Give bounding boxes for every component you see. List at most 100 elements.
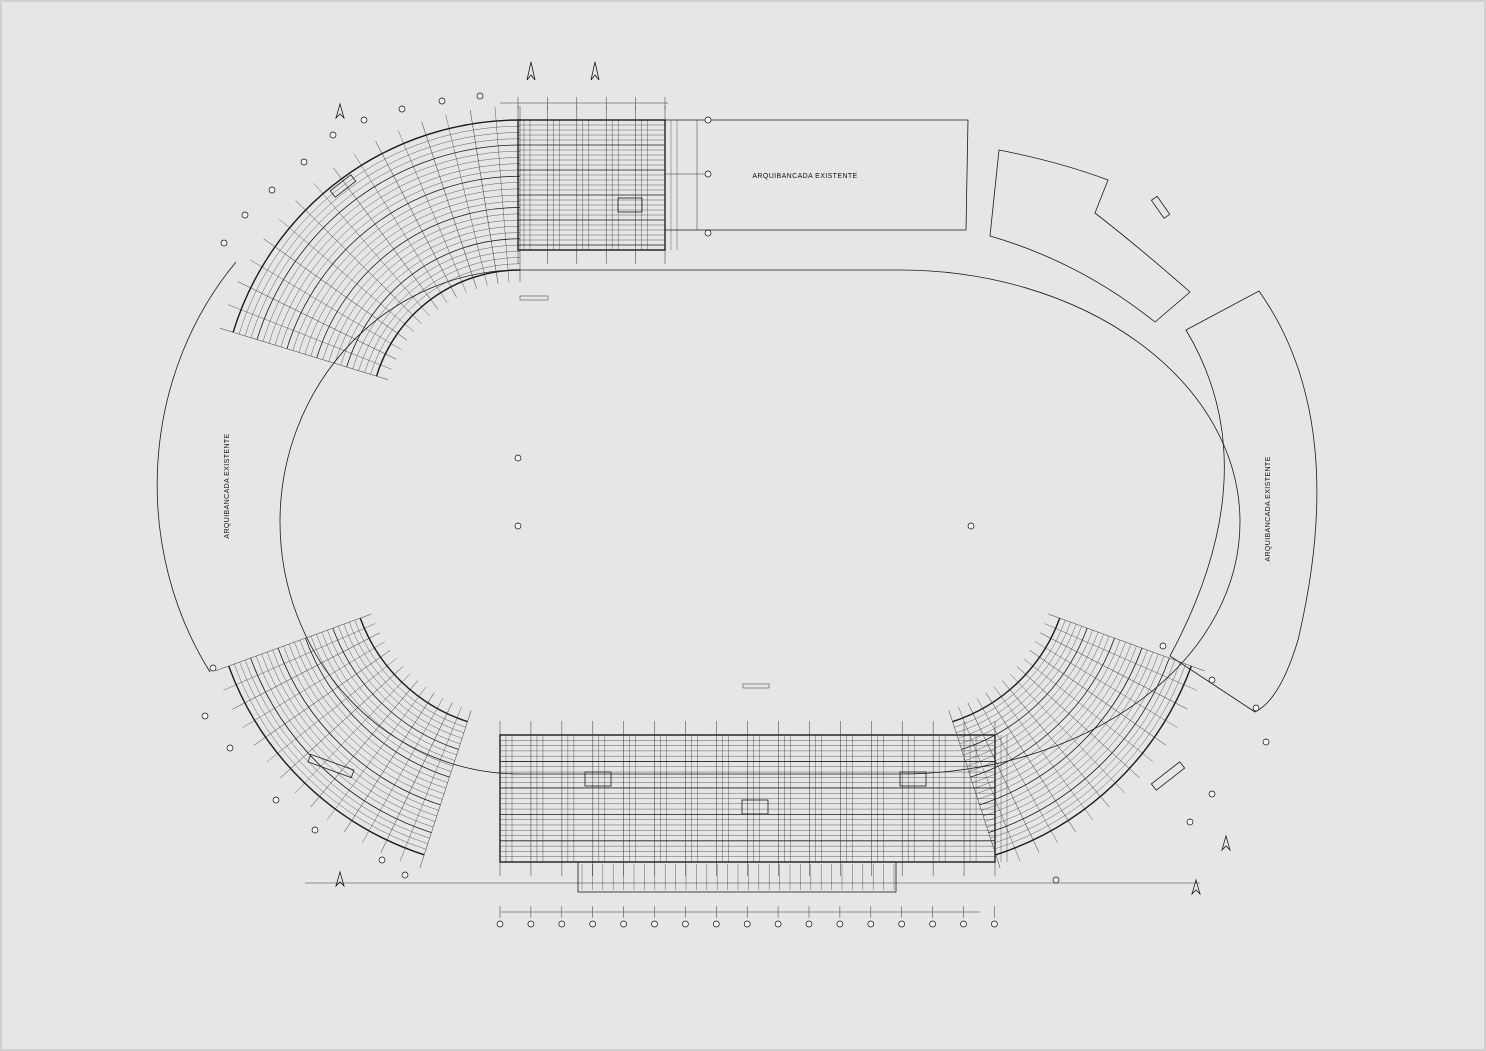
top-left-stand-ray [469, 109, 499, 284]
bottom-axis-bubble [620, 920, 627, 928]
top-left-stand-ray [249, 259, 402, 350]
top-left-stand-ray [295, 200, 422, 324]
top-left-tower-box [329, 174, 357, 198]
top-existing-stand-outline [665, 119, 969, 231]
bottom-left-stand-ray [419, 710, 472, 869]
bottom-left-stand-ray [242, 641, 385, 728]
bottom-left-axis-bubble [311, 826, 319, 834]
bottom-right-grandstand [948, 613, 1205, 869]
field-marker-1 [514, 454, 522, 462]
right-stand-segment-2 [1169, 290, 1318, 713]
bottom-left-axis-bubble [401, 871, 409, 879]
bottom-left-stand-ray [215, 613, 372, 672]
bottom-left-stand-ray [280, 666, 404, 779]
bottom-stand-stair-box [584, 771, 612, 787]
bottom-left-stand-ray [223, 623, 376, 691]
bottom-left-axis-bubble [378, 856, 386, 864]
top-left-stand-ray [398, 130, 467, 293]
bottom-left-stand-ray [294, 673, 411, 794]
bottom-left-stand-ray [399, 706, 462, 862]
bottom-right-stand-ray [976, 697, 1058, 844]
bottom-right-stand-ray [1023, 658, 1154, 763]
right-stand-small-block [1150, 195, 1171, 219]
top-left-axis-bubble [329, 131, 337, 139]
top-left-stand-ray [375, 141, 457, 298]
top-left-axis-bubble [398, 105, 406, 113]
top-left-axis-bubble [476, 92, 484, 100]
bottom-grandstand [499, 683, 1008, 893]
bottom-right-tower-box [1150, 761, 1186, 791]
bottom-stand-annex [577, 861, 897, 893]
bottom-right-stand-ray [1001, 680, 1110, 808]
bottom-right-stand-ray [1029, 650, 1167, 746]
bottom-right-stand-ray [993, 686, 1094, 821]
bottom-left-stand-ray [253, 650, 391, 746]
bottom-right-stand-ray [1009, 673, 1126, 794]
bottom-axis-bubble [805, 920, 813, 928]
bottom-axis-bubble [558, 920, 566, 928]
bottom-axis-bubble [867, 920, 875, 928]
top-stand-axis-bubble-1 [704, 116, 712, 124]
top-grandstand [517, 106, 678, 301]
top-left-stand-ray [353, 153, 448, 303]
top-left-stand-ray [263, 238, 408, 341]
bottom-axis-bubble [712, 920, 720, 928]
bottom-axis-bubble [589, 920, 597, 928]
top-left-stand-ray [494, 106, 510, 283]
top-left-axis-bubble [360, 116, 368, 124]
top-stand-section-tag [519, 295, 549, 301]
bottom-left-axis-bubble [209, 664, 217, 672]
bottom-right-stand-ray [1044, 623, 1197, 691]
bottom-left-stand-ray [380, 702, 453, 853]
bottom-axis-bubble [774, 920, 782, 928]
bottom-stand-section-tag [742, 683, 770, 689]
field-outline [279, 269, 1241, 775]
bottom-axis-bubble [651, 920, 658, 928]
bottom-left-stand-ray [266, 658, 397, 763]
section-arrow [1221, 834, 1231, 852]
bottom-right-axis-bubble [1186, 818, 1194, 826]
left-stand-label: ARQUIBANCADA EXISTENTE [224, 433, 231, 538]
top-left-stand-ray [219, 327, 389, 380]
bottom-axis-bubble [929, 920, 936, 928]
bottom-left-grandstand [215, 613, 472, 869]
top-left-stand-ray [333, 167, 439, 310]
bottom-right-axis-bubble [1208, 790, 1216, 798]
field-marker-3 [967, 522, 975, 530]
section-arrow [1191, 878, 1201, 896]
bottom-right-stand-ray [1035, 641, 1178, 728]
bottom-axis-bubble [960, 920, 967, 928]
top-left-stand-ray [421, 121, 478, 290]
bottom-left-stand-ray [232, 632, 380, 710]
field [279, 269, 1241, 775]
right-existing-stand: ARQUIBANCADA EXISTENTE [989, 149, 1318, 713]
bottom-left-stand-ray [310, 680, 419, 808]
bottom-right-stand-ray [1040, 632, 1188, 710]
section-arrow [590, 61, 600, 81]
top-existing-stand: ARQUIBANCADA EXISTENTE [665, 116, 969, 237]
dimension-lines [201, 61, 1270, 928]
bottom-right-stand-ray [1048, 613, 1205, 672]
bottom-left-axis-bubble [272, 796, 280, 804]
top-left-stand-ray [227, 304, 392, 370]
top-stand-stair-box [617, 197, 643, 213]
section-arrow [335, 102, 345, 120]
bottom-axis-bubble [682, 920, 689, 928]
bottom-right-axis-bubble [1252, 704, 1260, 712]
bottom-right-stand-ray [958, 706, 1021, 862]
bottom-right-stand-ray [948, 710, 1001, 869]
top-left-stand-ray [237, 281, 397, 360]
left-stand-outer-arc [156, 261, 237, 673]
field-marker-2 [514, 522, 522, 530]
top-left-axis-bubble [220, 239, 228, 247]
top-left-axis-bubble [241, 211, 249, 219]
top-stand-label: ARQUIBANCADA EXISTENTE [752, 173, 857, 180]
right-stand-label: ARQUIBANCADA EXISTENTE [1265, 456, 1272, 561]
bottom-left-stand-ray [344, 692, 435, 833]
top-left-stand-ray [445, 114, 488, 286]
bottom-right-stand-ray [1016, 666, 1140, 779]
bottom-left-axis-bubble [226, 744, 234, 752]
bottom-left-axis-bubble [201, 712, 209, 720]
